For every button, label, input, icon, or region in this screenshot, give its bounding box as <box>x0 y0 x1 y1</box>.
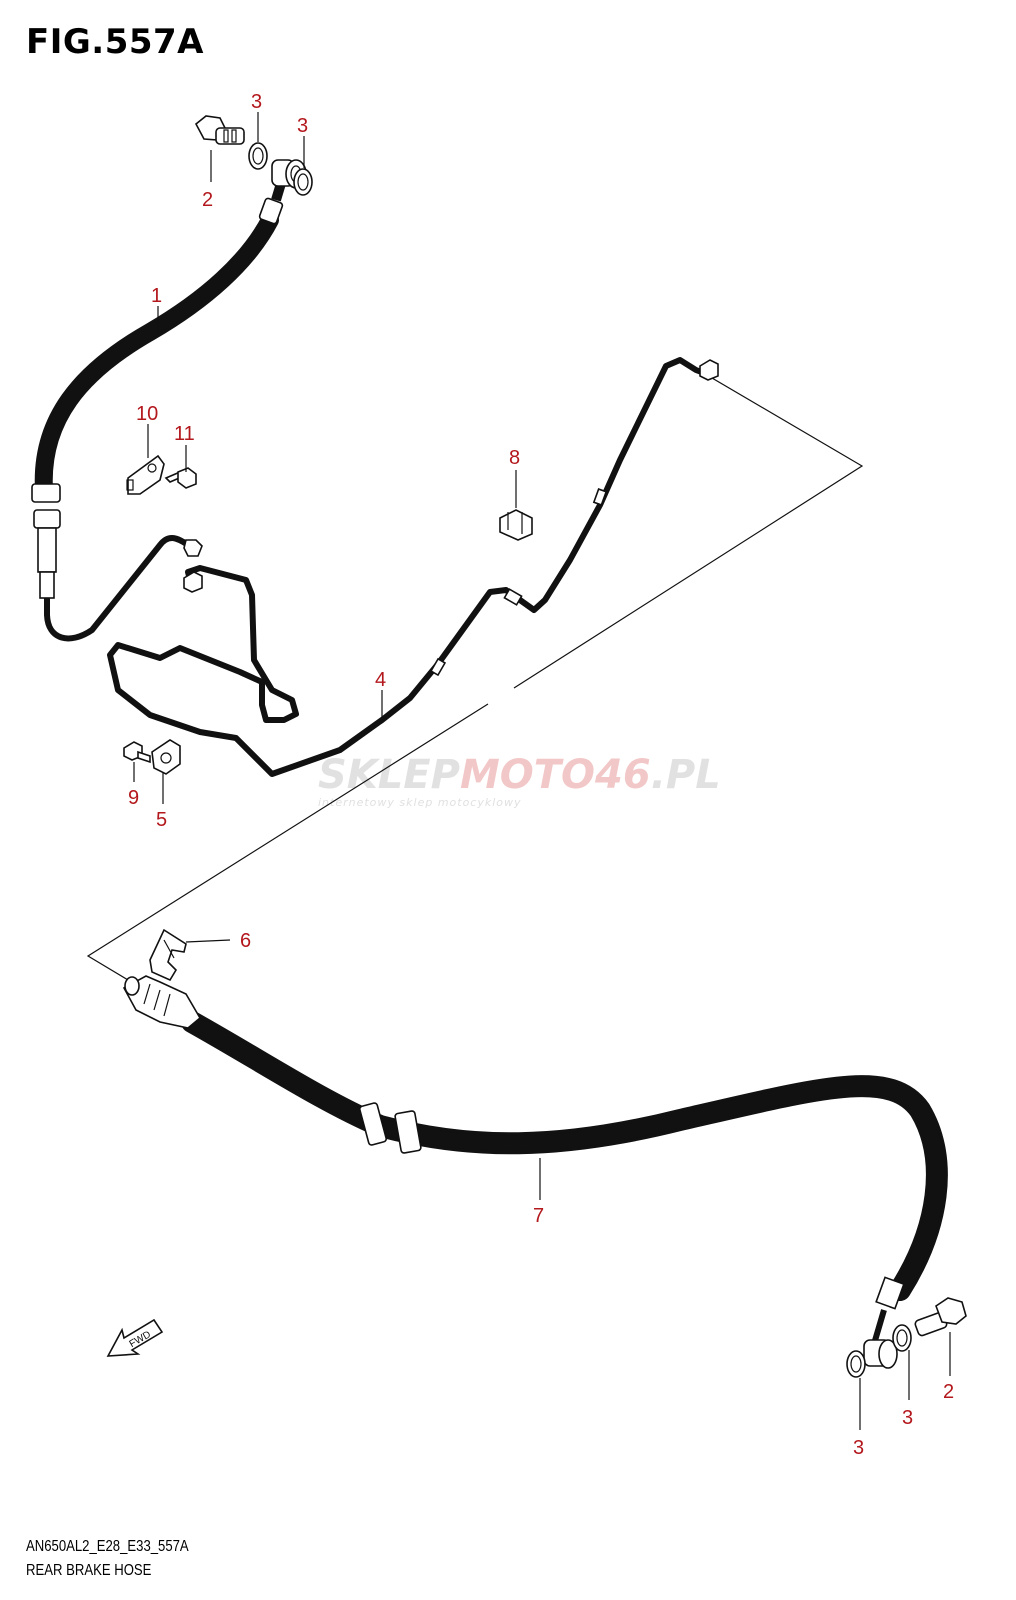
bolt-small <box>164 467 197 489</box>
watermark-brand-4: .PL <box>651 752 721 798</box>
bolt-clamp <box>123 741 151 764</box>
callout-3-lower-a: 3 <box>853 1437 864 1459</box>
figure-title: FIG.557A <box>26 22 204 62</box>
fwd-label: FWD <box>128 1329 153 1350</box>
pipe-clamp <box>151 739 181 775</box>
figure-caption: REAR BRAKE HOSE <box>26 1562 152 1579</box>
clamp <box>499 509 533 541</box>
callout-2-lower: 2 <box>943 1381 954 1403</box>
fwd-arrow-icon: FWD <box>106 1318 164 1357</box>
leader-lines <box>133 112 951 1430</box>
brake-hose-upper <box>31 159 307 642</box>
model-code: AN650AL2_E28_E33_557A <box>26 1538 189 1555</box>
callout-4: 4 <box>375 669 386 691</box>
brake-pipe <box>107 357 719 777</box>
washer-lower-1 <box>846 1350 866 1378</box>
callout-6: 6 <box>240 930 251 952</box>
callout-3-lower-b: 3 <box>902 1407 913 1429</box>
washer-upper-1 <box>248 142 268 170</box>
callout-3-upper-b: 3 <box>297 115 308 137</box>
watermark-brand-3: 46 <box>594 752 651 798</box>
watermark-brand-1: SKLEP <box>318 752 460 798</box>
reference-lines <box>86 377 864 981</box>
callout-2-upper: 2 <box>202 189 213 211</box>
brake-hose-lower <box>122 975 948 1369</box>
svg-text:SKLEPMOTO46.PL: SKLEPMOTO46.PL <box>318 752 721 798</box>
watermark: SKLEPMOTO46.PL internetowy sklep motocyk… <box>318 752 721 809</box>
callout-10: 10 <box>136 403 158 425</box>
banjo-bolt-upper <box>194 115 245 145</box>
watermark-tagline: internetowy sklep motocyklowy <box>318 796 522 809</box>
watermark-brand-2: MOTO <box>460 752 595 798</box>
banjo-bolt-lower <box>914 1297 967 1337</box>
callout-3-upper-a: 3 <box>251 91 262 113</box>
bracket <box>126 454 165 495</box>
callouts: 2 3 3 1 10 11 8 4 9 5 6 7 3 3 2 <box>128 91 954 1459</box>
callout-5: 5 <box>156 809 167 831</box>
callout-1: 1 <box>151 285 162 307</box>
washer-lower-2 <box>892 1324 912 1352</box>
hose-clip <box>149 928 187 982</box>
washer-upper-2 <box>293 168 313 196</box>
callout-9: 9 <box>128 787 139 809</box>
callout-7: 7 <box>533 1205 544 1227</box>
callout-11: 11 <box>174 423 195 445</box>
callout-8: 8 <box>509 447 520 469</box>
